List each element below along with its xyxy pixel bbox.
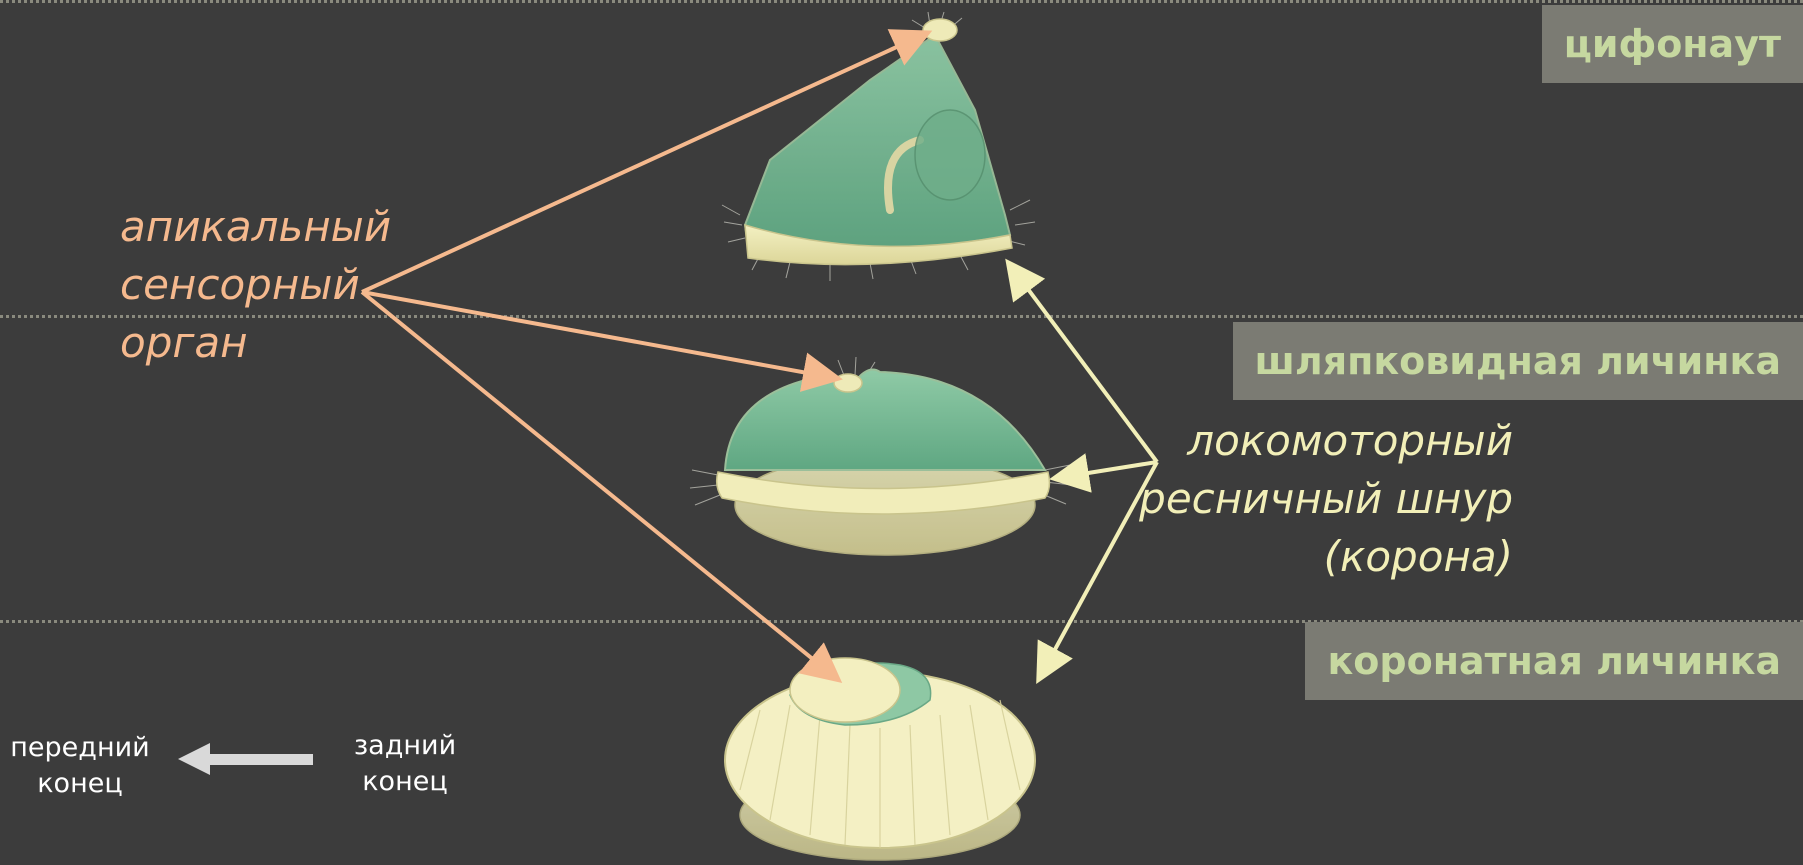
posterior-end-line-1: задний	[345, 728, 465, 764]
hat-larva	[690, 357, 1072, 555]
cyphonautes-larva	[722, 12, 1035, 281]
locomotor-band-line-3: (корона)	[1080, 528, 1513, 586]
coronate-larva	[725, 658, 1035, 860]
anterior-end-line-1: передний	[10, 730, 150, 766]
apical-organ-line-1: апикальный	[120, 198, 420, 256]
apical-organ-line-3: орган	[120, 314, 420, 372]
apical-organ-line-2: сенсорный	[120, 256, 420, 314]
locomotor-band-line-2: ресничный шнур	[1080, 470, 1513, 528]
locomotor-band-line-1: локомоторный	[1080, 412, 1513, 470]
orientation-arrow	[178, 743, 313, 775]
posterior-end-label: задний конец	[345, 728, 465, 800]
anterior-end-label: передний конец	[10, 730, 150, 802]
posterior-end-line-2: конец	[345, 764, 465, 800]
anterior-end-line-2: конец	[10, 766, 150, 802]
apical-organ-label: апикальный сенсорный орган	[120, 198, 420, 372]
locomotor-band-label: локомоторный ресничный шнур (корона)	[1080, 412, 1513, 586]
